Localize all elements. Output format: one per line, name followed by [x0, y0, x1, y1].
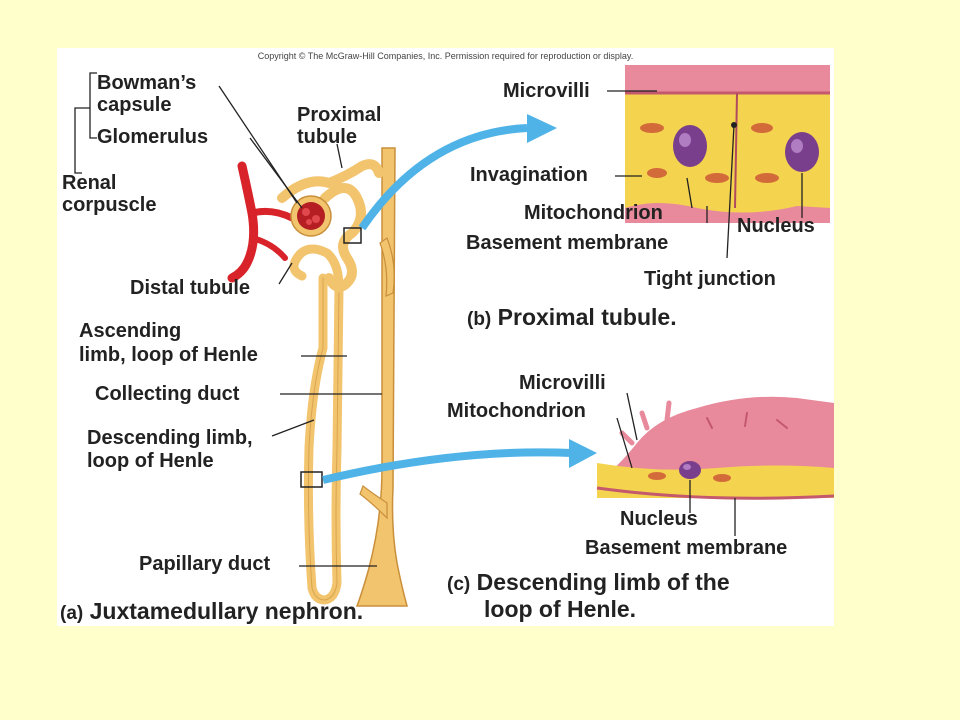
label-c-mitochondrion: Mitochondrion	[447, 400, 586, 422]
label-ascending-limb-line2: limb, loop of Henle	[79, 344, 258, 366]
caption-a-tag: (a)	[60, 603, 84, 624]
caption-panel-b: (b) Proximal tubule.	[467, 305, 677, 332]
caption-a-text: Juxtamedullary nephron.	[89, 598, 364, 624]
magnify-box-descending	[300, 471, 323, 488]
label-b-basement-membrane: Basement membrane	[466, 232, 669, 254]
nephron-drawing	[74, 72, 597, 607]
label-b-tight-junction: Tight junction	[644, 268, 776, 290]
nephron-illustration	[74, 65, 834, 607]
collecting-duct-shape	[355, 147, 408, 607]
label-proximal-tubule-line2: tubule	[297, 126, 357, 148]
label-b-mitochondrion: Mitochondrion	[524, 202, 663, 224]
label-renal-corpuscle-line1: Renal	[62, 172, 117, 194]
vessel-branch	[249, 235, 288, 261]
caption-panel-a: (a) Juxtamedullary nephron.	[60, 599, 363, 626]
proximal-tubule-shape	[320, 183, 366, 292]
figure-panel: Copyright © The McGraw-Hill Companies, I…	[57, 48, 834, 626]
afferent-arteriole	[227, 161, 259, 283]
label-bowmans-capsule-line1: Bowman’s	[97, 72, 197, 94]
caption-panel-c-line2: loop of Henle.	[484, 596, 637, 622]
collecting-duct-upper-branch	[379, 237, 395, 297]
label-bowmans-capsule-line2: capsule	[97, 94, 172, 116]
label-glomerulus: Glomerulus	[97, 126, 209, 148]
label-descending-limb-line1: Descending limb,	[87, 427, 253, 449]
label-c-nucleus: Nucleus	[620, 508, 698, 530]
arrow-to-descending	[322, 448, 573, 484]
proximal-tubule-top	[277, 159, 384, 203]
magnify-box-proximal	[343, 227, 362, 244]
nucleus-shape-c	[679, 461, 701, 479]
descending-limb-shape	[303, 273, 344, 605]
arrow-to-proximal	[358, 124, 528, 231]
distal-tubule-shape	[289, 244, 344, 293]
nucleus-shape-b2	[785, 132, 819, 172]
papillary-duct-branch	[359, 485, 388, 520]
label-papillary-duct: Papillary duct	[139, 553, 271, 575]
label-ascending-limb-line1: Ascending	[79, 320, 182, 342]
label-proximal-tubule-line1: Proximal	[297, 104, 382, 126]
caption-c-tag: (c)	[447, 574, 471, 595]
label-b-nucleus: Nucleus	[737, 215, 815, 237]
label-descending-limb-line2: loop of Henle	[87, 450, 214, 472]
nucleus-shape-b1	[673, 125, 707, 167]
caption-c-text-line1: Descending limb of the	[476, 569, 730, 595]
caption-b-tag: (b)	[467, 309, 492, 330]
label-b-invagination: Invagination	[470, 164, 588, 186]
label-distal-tubule: Distal tubule	[130, 277, 251, 299]
proximal-tubule-cells	[607, 65, 830, 259]
descending-limb-cells	[596, 392, 834, 536]
label-renal-corpuscle-line2: corpuscle	[62, 194, 157, 216]
label-c-basement-membrane: Basement membrane	[585, 537, 788, 559]
label-c-microvilli: Microvilli	[519, 372, 606, 394]
label-b-microvilli: Microvilli	[503, 80, 590, 102]
caption-panel-c-line1: (c) Descending limb of the	[447, 570, 730, 597]
copyright-notice: Copyright © The McGraw-Hill Companies, I…	[257, 51, 634, 61]
efferent-arteriole	[248, 207, 296, 222]
label-collecting-duct: Collecting duct	[95, 383, 240, 405]
caption-b-text: Proximal tubule.	[497, 304, 677, 330]
